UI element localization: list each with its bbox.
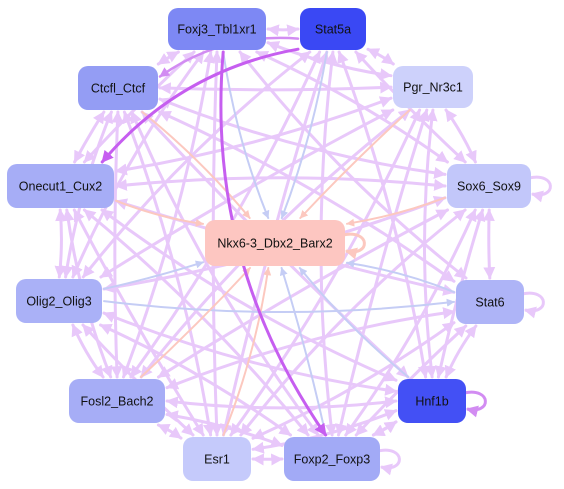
- node-stat5a-label: Stat5a: [315, 23, 351, 37]
- node-onecut1-box[interactable]: [7, 164, 114, 208]
- self-loop-nkx6: [342, 232, 366, 260]
- node-foxj3[interactable]: Foxj3_Tbl1xr1: [168, 8, 266, 50]
- edge-fosl2-to-esr1: [156, 423, 183, 440]
- node-hnf1b-label: Hnf1b: [415, 395, 448, 409]
- node-esr1-label: Esr1: [204, 453, 230, 467]
- node-foxj3-label: Foxj3_Tbl1xr1: [177, 23, 256, 37]
- node-onecut1-label: Onecut1_Cux2: [19, 180, 102, 194]
- node-hnf1b[interactable]: Hnf1b: [398, 379, 466, 423]
- edge-stat6-to-nkx6: [346, 259, 455, 294]
- node-stat5a-box[interactable]: [300, 8, 366, 50]
- edge-sox6-to-nkx6: [346, 196, 446, 227]
- node-pgr[interactable]: Pgr_Nr3c1: [393, 66, 473, 108]
- node-ctcfl-box[interactable]: [78, 66, 158, 110]
- edge-onecut1-to-nkx6: [115, 199, 204, 227]
- node-foxp2[interactable]: Foxp2_Foxp3: [284, 437, 380, 481]
- edge-stat6-to-hnf1b: [444, 324, 478, 379]
- node-fosl2-box[interactable]: [69, 379, 165, 423]
- edge-stat5a-to-pgr: [366, 47, 395, 66]
- node-pgr-box[interactable]: [393, 66, 473, 108]
- edge-ctcfl-to-nkx6: [141, 111, 251, 219]
- node-fosl2-label: Fosl2_Bach2: [81, 395, 154, 409]
- node-sox6[interactable]: Sox6_Sox9: [447, 164, 531, 208]
- self-loop-foxp2: [377, 448, 401, 476]
- edge-ctcfl-to-pgr: [158, 81, 393, 95]
- node-olig2-label: Olig2_Olig3: [26, 295, 91, 309]
- edge-sox6-to-stat6: [482, 208, 496, 280]
- node-sox6-box[interactable]: [447, 164, 531, 208]
- node-foxj3-box[interactable]: [168, 8, 266, 50]
- edge-esr1-to-nkx6: [222, 267, 272, 436]
- node-foxp2-label: Foxp2_Foxp3: [294, 453, 370, 467]
- node-olig2-box[interactable]: [16, 279, 102, 323]
- self-loop-layer: [342, 175, 552, 476]
- edge-onecut1-to-sox6: [114, 176, 447, 191]
- edge-foxj3-to-ctcfl: [156, 50, 180, 66]
- edge-foxj3-to-nkx6: [222, 51, 270, 219]
- edge-olig2-to-nkx6: [103, 260, 204, 290]
- edge-olig2-to-stat6: [103, 298, 455, 313]
- node-stat5a[interactable]: Stat5a: [300, 8, 366, 50]
- self-loop-hnf1b: [463, 390, 487, 418]
- edge-fosl2-to-nkx6: [140, 267, 251, 378]
- node-sox6-label: Sox6_Sox9: [457, 180, 521, 194]
- edge-ctcfl-to-onecut1: [73, 110, 106, 164]
- edge-hnf1b-to-nkx6: [298, 267, 410, 378]
- node-pgr-label: Pgr_Nr3c1: [403, 81, 463, 95]
- edge-foxj3-to-stat5a: [266, 24, 300, 37]
- node-foxp2-box[interactable]: [284, 437, 380, 481]
- node-nkx6-label: Nkx6-3_Dbx2_Barx2: [217, 237, 332, 251]
- node-fosl2[interactable]: Fosl2_Bach2: [69, 379, 165, 423]
- edge-foxp2-to-hnf1b: [371, 420, 398, 437]
- node-esr1[interactable]: Esr1: [183, 437, 251, 481]
- node-stat6-label: Stat6: [475, 296, 504, 310]
- node-stat6[interactable]: Stat6: [456, 280, 524, 324]
- node-nkx6[interactable]: Nkx6-3_Dbx2_Barx2: [205, 220, 345, 266]
- edge-foxp2-to-nkx6: [279, 267, 327, 436]
- edge-onecut1-to-olig2: [54, 208, 68, 279]
- node-stat6-box[interactable]: [456, 280, 524, 324]
- node-esr1-box[interactable]: [183, 437, 251, 481]
- node-ctcfl-label: Ctcfl_Ctcf: [91, 82, 146, 96]
- node-ctcfl[interactable]: Ctcfl_Ctcf: [78, 66, 158, 110]
- edge-stat5a-to-nkx6: [280, 51, 328, 219]
- edge-fosl2-to-hnf1b: [165, 396, 398, 410]
- node-olig2[interactable]: Olig2_Olig3: [16, 279, 102, 323]
- edge-pgr-to-nkx6: [299, 109, 411, 219]
- self-loop-sox6: [528, 175, 552, 203]
- edge-stat5a-to-onecut1: [100, 47, 300, 164]
- node-hnf1b-box[interactable]: [398, 379, 466, 423]
- edge-olig2-to-fosl2: [71, 323, 105, 379]
- node-nkx6-box[interactable]: [205, 220, 345, 266]
- self-loop-stat6: [521, 291, 545, 319]
- edge-ctcfl-to-fosl2: [110, 110, 124, 379]
- node-onecut1[interactable]: Onecut1_Cux2: [7, 164, 114, 208]
- edge-pgr-to-sox6: [444, 108, 477, 164]
